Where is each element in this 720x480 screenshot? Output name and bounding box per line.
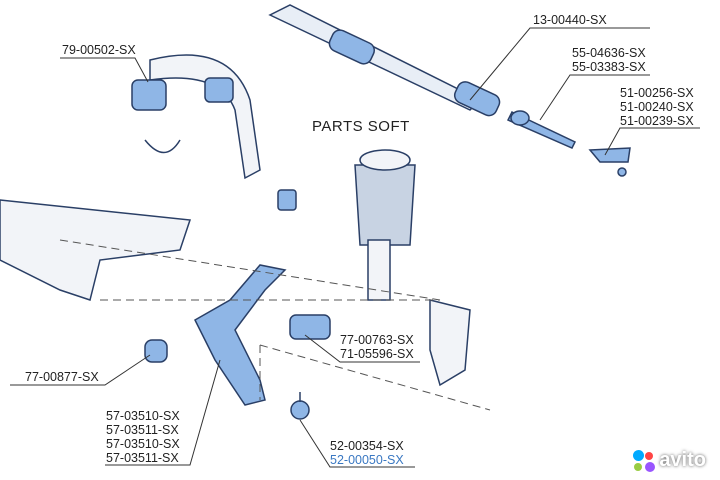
avito-wordmark: avito — [659, 449, 706, 471]
stabilizer-bar — [149, 54, 261, 180]
label-ball-joint: 52-00354-SX 52-00050-SX — [330, 439, 404, 467]
label-arm-rear-bushing: 77-00763-SX 71-05596-SX — [340, 333, 414, 361]
part-number: 57-03511-SX — [106, 451, 179, 465]
part-number: 55-03383-SX — [572, 60, 646, 74]
control-arm — [194, 264, 287, 406]
label-control-arm: 57-03510-SX 57-03511-SX 57-03510-SX 57-0… — [106, 409, 180, 465]
rack-boot-left — [328, 29, 376, 65]
stabilizer-bushing-2 — [204, 77, 234, 103]
part-number: 13-00440-SX — [533, 13, 607, 27]
label-arm-front-bushing: 77-00877-SX — [25, 370, 99, 384]
bushing-bracket — [144, 139, 181, 154]
part-number: 71-05596-SX — [340, 347, 414, 361]
tie-rod-end — [588, 147, 631, 163]
avito-logo: avito — [633, 449, 706, 472]
tie-rod-inner-joint — [510, 110, 530, 126]
label-stabilizer-bushing: 79-00502-SX — [62, 43, 136, 57]
label-tie-rod-end: 51-00256-SX 51-00240-SX 51-00239-SX — [620, 86, 694, 128]
part-number: 55-04636-SX — [572, 46, 646, 60]
avito-dots-icon — [633, 449, 656, 472]
part-number: 52-00354-SX — [330, 439, 404, 453]
strut-body — [367, 239, 391, 301]
stabilizer-bushing — [131, 79, 167, 111]
part-number: 51-00239-SX — [620, 114, 694, 128]
part-number: 57-03510-SX — [106, 409, 180, 423]
knuckle — [429, 299, 471, 387]
part-number-highlighted: 52-00050-SX — [330, 453, 404, 467]
label-tie-rod: 55-04636-SX 55-03383-SX — [572, 46, 646, 74]
part-number: 51-00240-SX — [620, 100, 694, 114]
arm-rear-bushing — [289, 314, 331, 340]
steering-rack — [268, 4, 482, 111]
ball-joint — [290, 400, 310, 420]
watermark: PARTS SOFT — [312, 118, 410, 135]
part-number: 57-03510-SX — [106, 437, 180, 451]
part-number: 77-00877-SX — [25, 370, 99, 384]
part-number: 79-00502-SX — [62, 43, 136, 57]
part-number: 57-03511-SX — [106, 423, 179, 437]
rack-boot-right — [453, 81, 501, 117]
subframe — [0, 199, 192, 301]
strut-spring — [354, 164, 416, 246]
arm-front-bushing — [144, 339, 168, 363]
label-steering-rack: 13-00440-SX — [533, 13, 607, 27]
part-number: 77-00763-SX — [340, 333, 414, 347]
part-number: 51-00256-SX — [620, 86, 694, 100]
